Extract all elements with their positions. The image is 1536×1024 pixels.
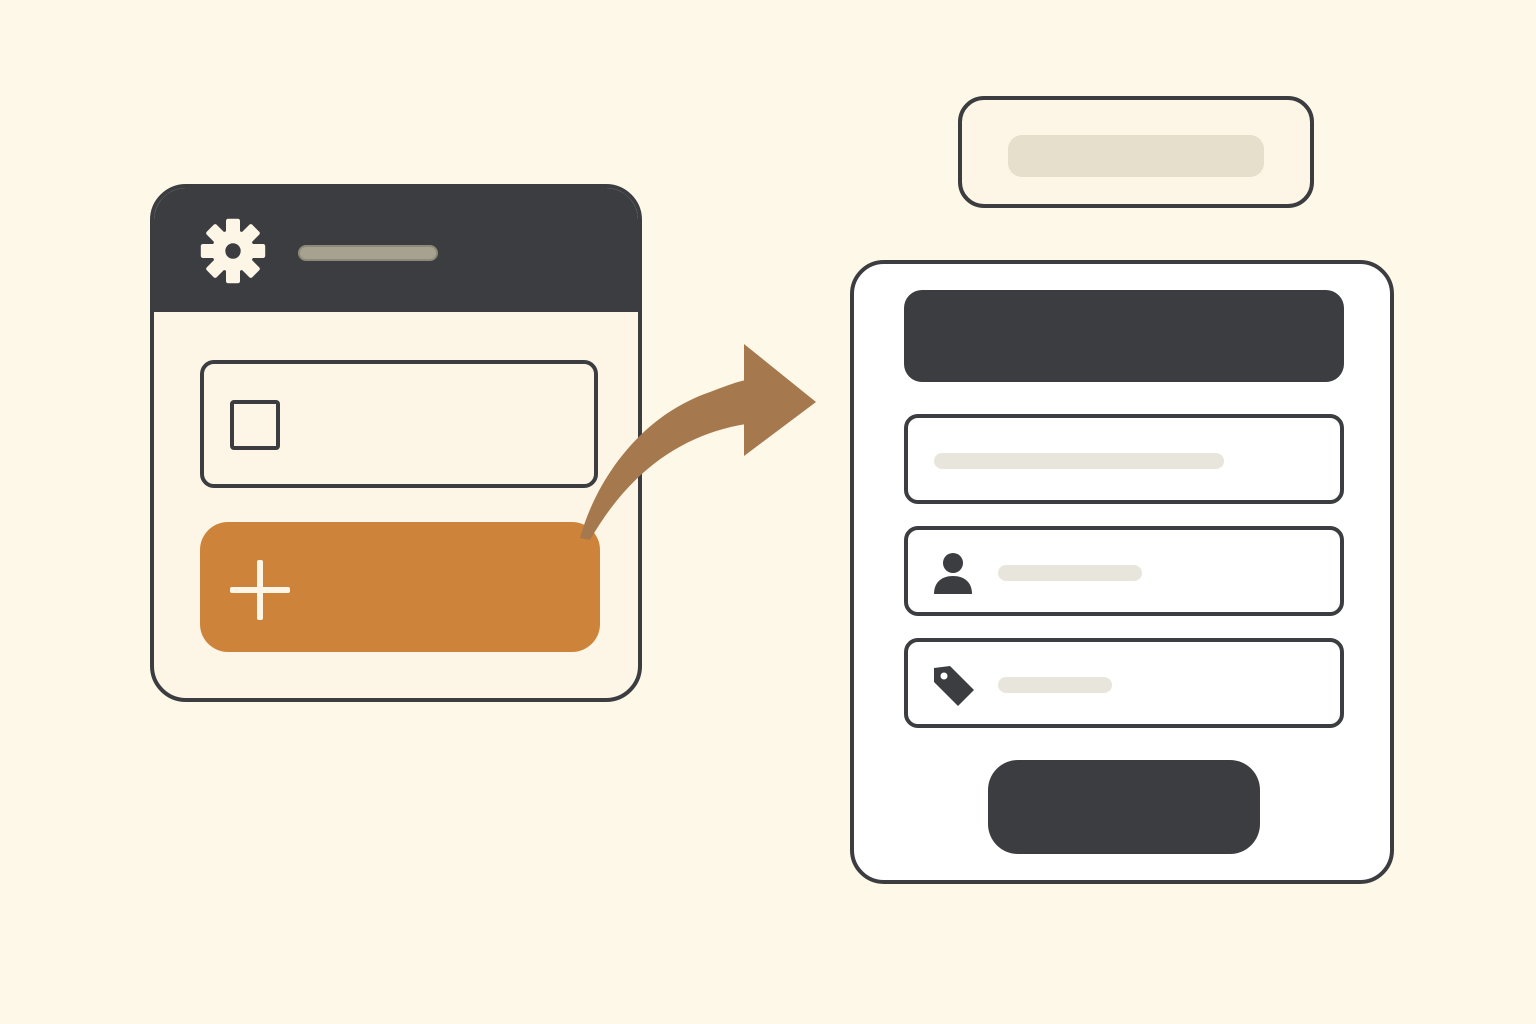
text-field[interactable] <box>904 414 1344 504</box>
flow-arrow <box>580 344 816 540</box>
user-icon <box>934 553 972 594</box>
settings-window <box>150 184 642 702</box>
tag-icon <box>934 666 974 706</box>
form-header <box>904 290 1344 382</box>
header-title-placeholder <box>298 245 438 261</box>
tag-field[interactable] <box>904 638 1344 728</box>
search-pill-placeholder <box>1008 135 1264 177</box>
settings-header <box>154 188 638 312</box>
search-pill[interactable] <box>958 96 1314 208</box>
submit-button[interactable] <box>988 760 1260 854</box>
tag-field-placeholder <box>998 677 1112 693</box>
checkbox[interactable] <box>230 400 280 450</box>
user-field-placeholder <box>998 565 1142 581</box>
gear-icon[interactable] <box>198 216 268 286</box>
add-button[interactable] <box>200 522 600 652</box>
text-field-placeholder <box>934 453 1224 469</box>
plus-icon <box>230 560 290 620</box>
form-window <box>850 260 1394 884</box>
checkbox-row[interactable] <box>200 360 598 488</box>
user-field[interactable] <box>904 526 1344 616</box>
